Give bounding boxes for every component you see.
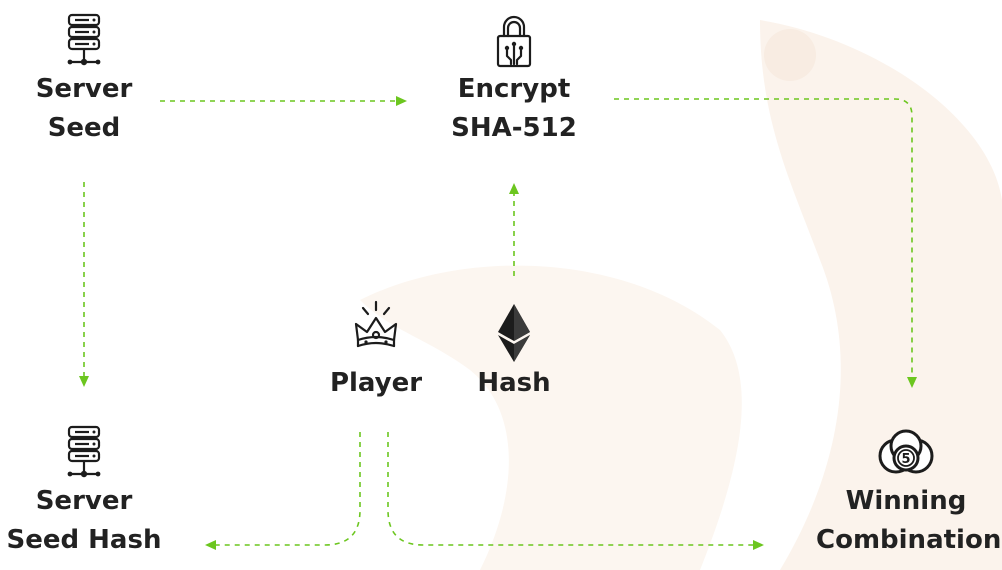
lock-circuit-icon	[496, 15, 532, 68]
node-player: Player	[324, 298, 428, 403]
node-label: Server Seed	[20, 70, 148, 148]
edge-player-to-seed-hash	[216, 432, 361, 546]
node-label: Hash	[464, 364, 564, 403]
node-server-seed-hash: Server Seed Hash	[4, 424, 164, 560]
arrowhead-up-icon	[509, 183, 519, 194]
node-label: Winning Combination	[816, 482, 1002, 560]
server-icon	[67, 425, 101, 478]
arrowhead-down-icon	[79, 376, 89, 387]
node-label-line: Hash	[477, 368, 551, 398]
node-label-line: Combination	[816, 525, 1002, 555]
node-label-line: Server	[35, 74, 133, 104]
server-icon	[67, 13, 101, 66]
node-label-line: Seed	[47, 113, 121, 143]
node-label-line: Encrypt	[457, 74, 571, 104]
node-label-line: Player	[329, 368, 423, 398]
ball-number: 5	[901, 452, 910, 467]
arrowhead-right-icon	[396, 96, 407, 106]
lottery-balls-icon: 5	[878, 429, 934, 474]
arrowhead-right-icon	[753, 540, 764, 550]
node-label-line: Server	[35, 486, 133, 516]
node-label: Server Seed Hash	[4, 482, 164, 560]
node-label-line: Seed Hash	[6, 525, 162, 555]
node-server-seed: Server Seed	[20, 12, 148, 148]
arrowhead-left-icon	[205, 540, 216, 550]
ethereum-icon	[498, 304, 530, 362]
node-label: Player	[324, 364, 428, 403]
crown-icon	[354, 300, 398, 348]
node-encrypt: Encrypt SHA-512	[440, 12, 588, 148]
edge-player-to-winning	[387, 432, 753, 546]
edge-encrypt-to-winning	[614, 98, 913, 377]
node-winning-combination: 5 Winning Combination	[816, 424, 1002, 560]
node-label-line: Winning	[845, 486, 967, 516]
node-hash: Hash	[464, 302, 564, 403]
node-label: Encrypt SHA-512	[440, 70, 588, 148]
node-label-line: SHA-512	[451, 113, 577, 143]
arrowhead-down-icon	[907, 377, 917, 388]
